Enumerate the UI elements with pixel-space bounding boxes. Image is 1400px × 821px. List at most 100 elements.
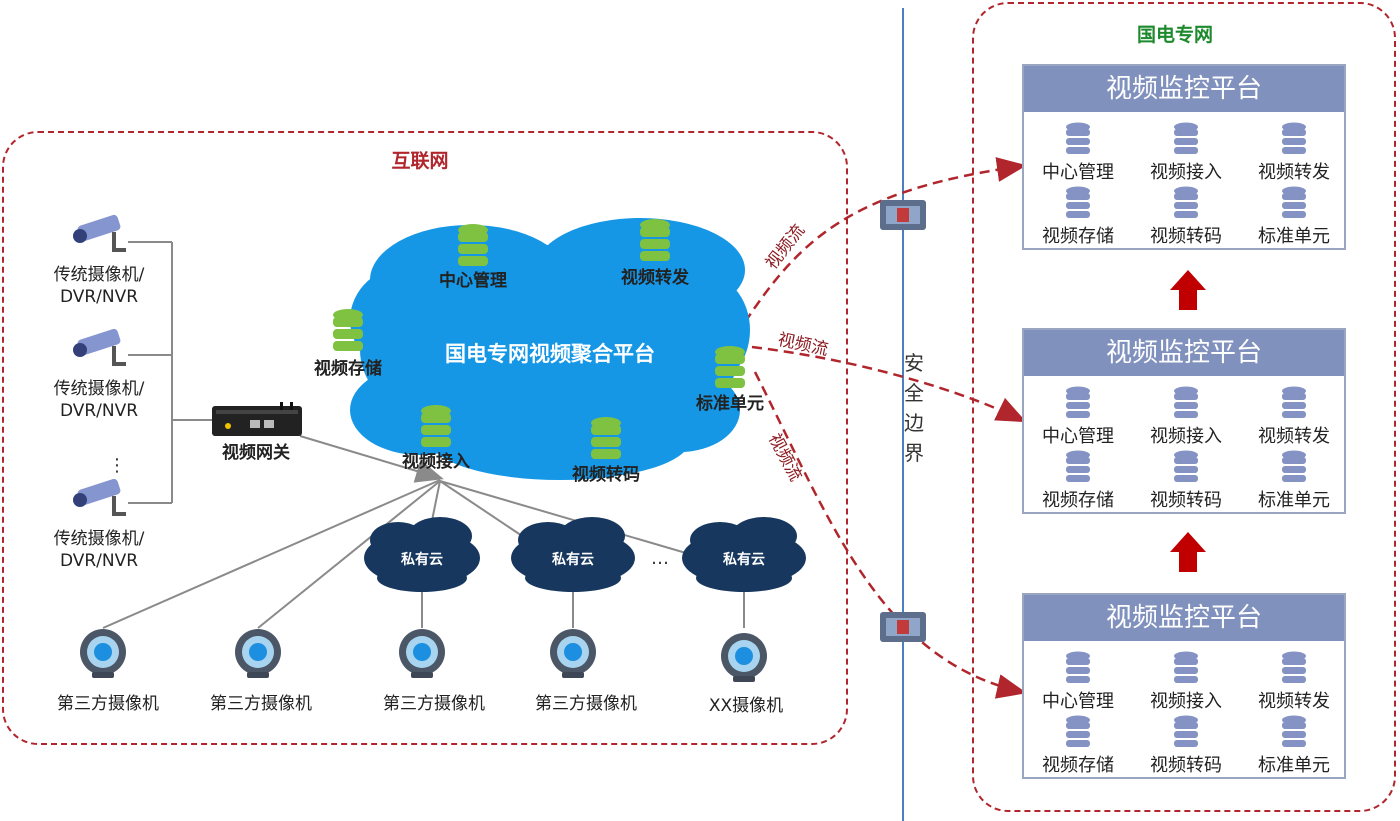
database-icon	[1174, 651, 1198, 683]
cloud-node-label: 视频存储	[314, 359, 382, 379]
database-icon	[458, 224, 488, 266]
platform-module: 标准单元	[1240, 450, 1348, 512]
database-icon	[1066, 122, 1090, 154]
internet-zone-title: 互联网	[391, 150, 449, 172]
third-party-camera-label: 第三方摄像机	[383, 694, 485, 714]
grid-zone	[972, 2, 1396, 812]
firewall-icon	[880, 200, 926, 642]
private-cloud-label: 私有云	[401, 552, 443, 568]
legacy-camera-label: 传统摄像机/ DVR/NVR	[53, 379, 145, 421]
database-icon	[591, 417, 621, 459]
database-icon	[1282, 715, 1306, 747]
legacy-camera-ellipsis: ⋮	[108, 455, 126, 476]
platform-module-label: 视频转发	[1258, 426, 1330, 447]
cloud-node-label: 中心管理	[439, 271, 507, 291]
legacy-camera-links	[128, 241, 212, 504]
gateway-label: 视频网关	[222, 443, 290, 463]
database-icon	[1282, 386, 1306, 418]
database-icon	[1174, 450, 1198, 482]
platform-module: 视频接入	[1132, 122, 1240, 184]
platform-title: 视频监控平台	[1024, 595, 1344, 641]
video-stream-paths	[743, 157, 1027, 699]
database-icon	[1066, 386, 1090, 418]
monitoring-platform-panel: 视频监控平台 中心管理 视频接入 视频转发 视频存储 视频转码 标准单元	[1022, 328, 1346, 514]
dome-camera-icon	[399, 629, 445, 678]
platform-module-label: 标准单元	[1258, 490, 1330, 511]
platform-module: 视频转发	[1240, 386, 1348, 448]
dome-camera-icon	[550, 629, 596, 678]
platform-module-label: 视频接入	[1150, 426, 1222, 447]
database-icon	[1066, 450, 1090, 482]
security-boundary-label: 安全边界	[904, 351, 924, 465]
platform-module-label: 标准单元	[1258, 755, 1330, 776]
platform-module-label: 视频转码	[1150, 490, 1222, 511]
platform-module: 视频存储	[1024, 715, 1132, 777]
platform-module-label: 视频转码	[1150, 755, 1222, 776]
cloud-node-label: 视频接入	[402, 452, 470, 472]
database-icon	[1282, 450, 1306, 482]
dome-camera-icon	[235, 629, 281, 678]
security-camera-icon	[73, 478, 126, 516]
database-icon	[640, 219, 670, 261]
internet-zone	[2, 131, 848, 745]
dome-camera-icon	[721, 633, 767, 682]
platform-module-label: 视频转发	[1258, 691, 1330, 712]
platform-module-label: 视频接入	[1150, 691, 1222, 712]
up-arrow-icon	[1170, 270, 1206, 572]
platform-module: 视频接入	[1132, 386, 1240, 448]
platform-module-label: 视频转码	[1150, 226, 1222, 247]
security-camera-icon	[73, 214, 126, 252]
database-icon	[1174, 386, 1198, 418]
database-icon	[1282, 651, 1306, 683]
database-icon	[1066, 186, 1090, 218]
third-party-camera-label: 第三方摄像机	[210, 694, 312, 714]
platform-module: 视频转码	[1132, 450, 1240, 512]
database-icon	[1066, 651, 1090, 683]
database-icon	[333, 309, 363, 351]
cloud-node-label: 标准单元	[696, 394, 764, 414]
platform-module: 中心管理	[1024, 122, 1132, 184]
grid-zone-title: 国电专网	[1136, 24, 1213, 46]
platform-module: 视频接入	[1132, 651, 1240, 713]
central-cloud-title: 国电专网视频聚合平台	[445, 342, 655, 366]
platform-module-label: 中心管理	[1042, 691, 1114, 712]
platform-module-label: 中心管理	[1042, 162, 1114, 183]
platform-module: 视频存储	[1024, 450, 1132, 512]
gateway-device-icon	[212, 402, 302, 436]
database-icon	[1282, 122, 1306, 154]
platform-module: 标准单元	[1240, 186, 1348, 248]
platform-title: 视频监控平台	[1024, 66, 1344, 112]
monitoring-platform-panel: 视频监控平台 中心管理 视频接入 视频转发 视频存储 视频转码 标准单元	[1022, 64, 1346, 250]
legacy-camera-label: 传统摄像机/ DVR/NVR	[53, 265, 145, 307]
central-cloud-icon	[350, 218, 750, 480]
platform-module-label: 视频存储	[1042, 226, 1114, 247]
monitoring-platform-panel: 视频监控平台 中心管理 视频接入 视频转发 视频存储 视频转码 标准单元	[1022, 593, 1346, 779]
platform-module: 视频转发	[1240, 651, 1348, 713]
private-cloud-label: 私有云	[552, 552, 594, 568]
platform-module: 视频转码	[1132, 715, 1240, 777]
third-party-camera-label: 第三方摄像机	[535, 694, 637, 714]
third-party-camera-label: XX摄像机	[708, 696, 784, 716]
platform-module-label: 视频存储	[1042, 755, 1114, 776]
platform-module: 标准单元	[1240, 715, 1348, 777]
security-camera-icon	[73, 328, 126, 366]
platform-module-label: 中心管理	[1042, 426, 1114, 447]
database-icon	[1174, 715, 1198, 747]
private-cloud-ellipsis: …	[651, 548, 669, 569]
legacy-camera-label: 传统摄像机/ DVR/NVR	[53, 529, 145, 571]
platform-module: 视频转码	[1132, 186, 1240, 248]
platform-title: 视频监控平台	[1024, 330, 1344, 376]
private-cloud-shapes	[364, 517, 806, 592]
cloud-node-label: 视频转码	[572, 465, 640, 485]
database-icon	[1174, 186, 1198, 218]
cloud-node-label: 视频转发	[621, 268, 689, 288]
database-icon	[1174, 122, 1198, 154]
platform-module: 中心管理	[1024, 651, 1132, 713]
database-icon	[421, 405, 451, 447]
dome-camera-icon	[80, 629, 126, 678]
private-cloud-links	[421, 590, 745, 628]
platform-module-label: 视频接入	[1150, 162, 1222, 183]
database-icon	[1066, 715, 1090, 747]
platform-module-label: 视频转发	[1258, 162, 1330, 183]
